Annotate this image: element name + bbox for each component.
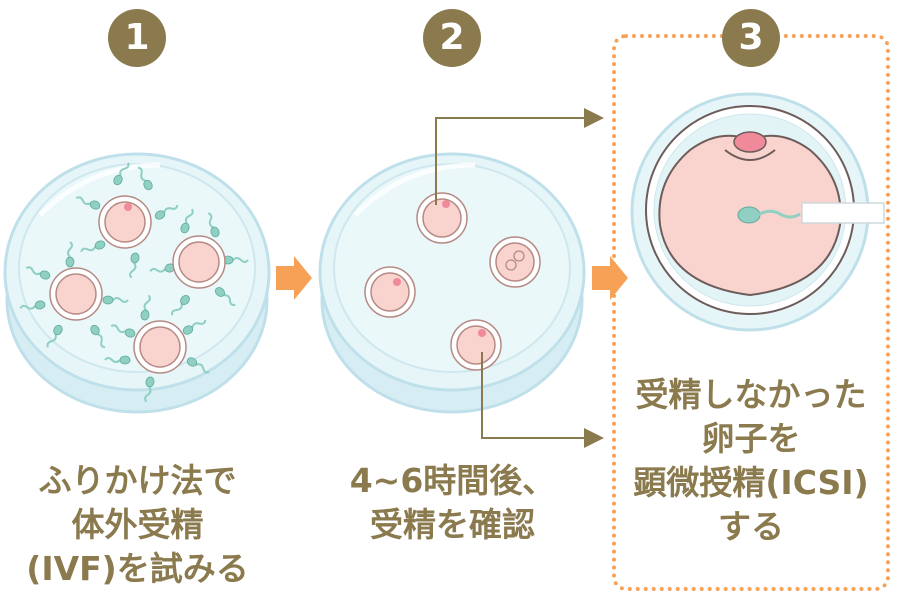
step-caption-3: 受精しなかった 卵子を 顕微授精(ICSI) する <box>633 375 869 546</box>
sperm-cell <box>65 241 75 268</box>
step-number-3: 3 <box>722 9 780 67</box>
step-number-2: 2 <box>423 9 481 67</box>
sperm-cell <box>207 212 220 238</box>
icsi-illustration <box>630 92 885 332</box>
sperm-cell <box>129 252 140 279</box>
sperm-cell <box>113 162 130 186</box>
egg-cell-1a <box>98 195 152 249</box>
connector-line-bottom <box>481 352 604 448</box>
petri-dish-1 <box>3 152 271 414</box>
petri-dish-2 <box>318 152 586 414</box>
sperm-cell <box>186 357 210 374</box>
step-arrow-1 <box>276 256 312 300</box>
sperm-cell <box>104 355 131 365</box>
sperm-cell <box>75 196 101 210</box>
sperm-cell <box>137 166 153 191</box>
step-arrow-2 <box>592 256 628 300</box>
egg-fertilized-left <box>364 266 416 318</box>
egg-cell-1c <box>49 267 103 321</box>
sperm-cell <box>102 295 129 305</box>
egg-unfertilized-bottom <box>450 319 502 371</box>
sperm-cell <box>180 208 194 234</box>
sperm-cell <box>90 324 106 349</box>
step-number-1: 1 <box>108 9 166 67</box>
sperm-cell <box>140 294 151 321</box>
sperm-cell <box>80 240 106 253</box>
sperm-cell <box>144 376 155 403</box>
sperm-cell <box>154 204 179 220</box>
step-caption-2: 4~6時間後、 受精を確認 <box>349 461 556 544</box>
egg-cell-1b <box>172 235 226 289</box>
egg-cell-1d <box>133 320 187 374</box>
sperm-cell <box>170 294 190 316</box>
step-caption-1: ふりかけ法で 体外受精 (IVF)を試みる <box>26 461 249 588</box>
sperm-cell <box>182 319 207 335</box>
sperm-cell <box>214 287 236 307</box>
sperm-cell <box>110 324 136 338</box>
egg-fertilized-right <box>489 236 541 288</box>
sperm-cell <box>46 324 63 348</box>
sperm-cell <box>19 300 46 310</box>
sperm-cell <box>25 266 51 280</box>
egg-unfertilized-top <box>416 192 468 244</box>
sperm-cells <box>19 162 249 403</box>
connector-line-top <box>435 108 604 205</box>
